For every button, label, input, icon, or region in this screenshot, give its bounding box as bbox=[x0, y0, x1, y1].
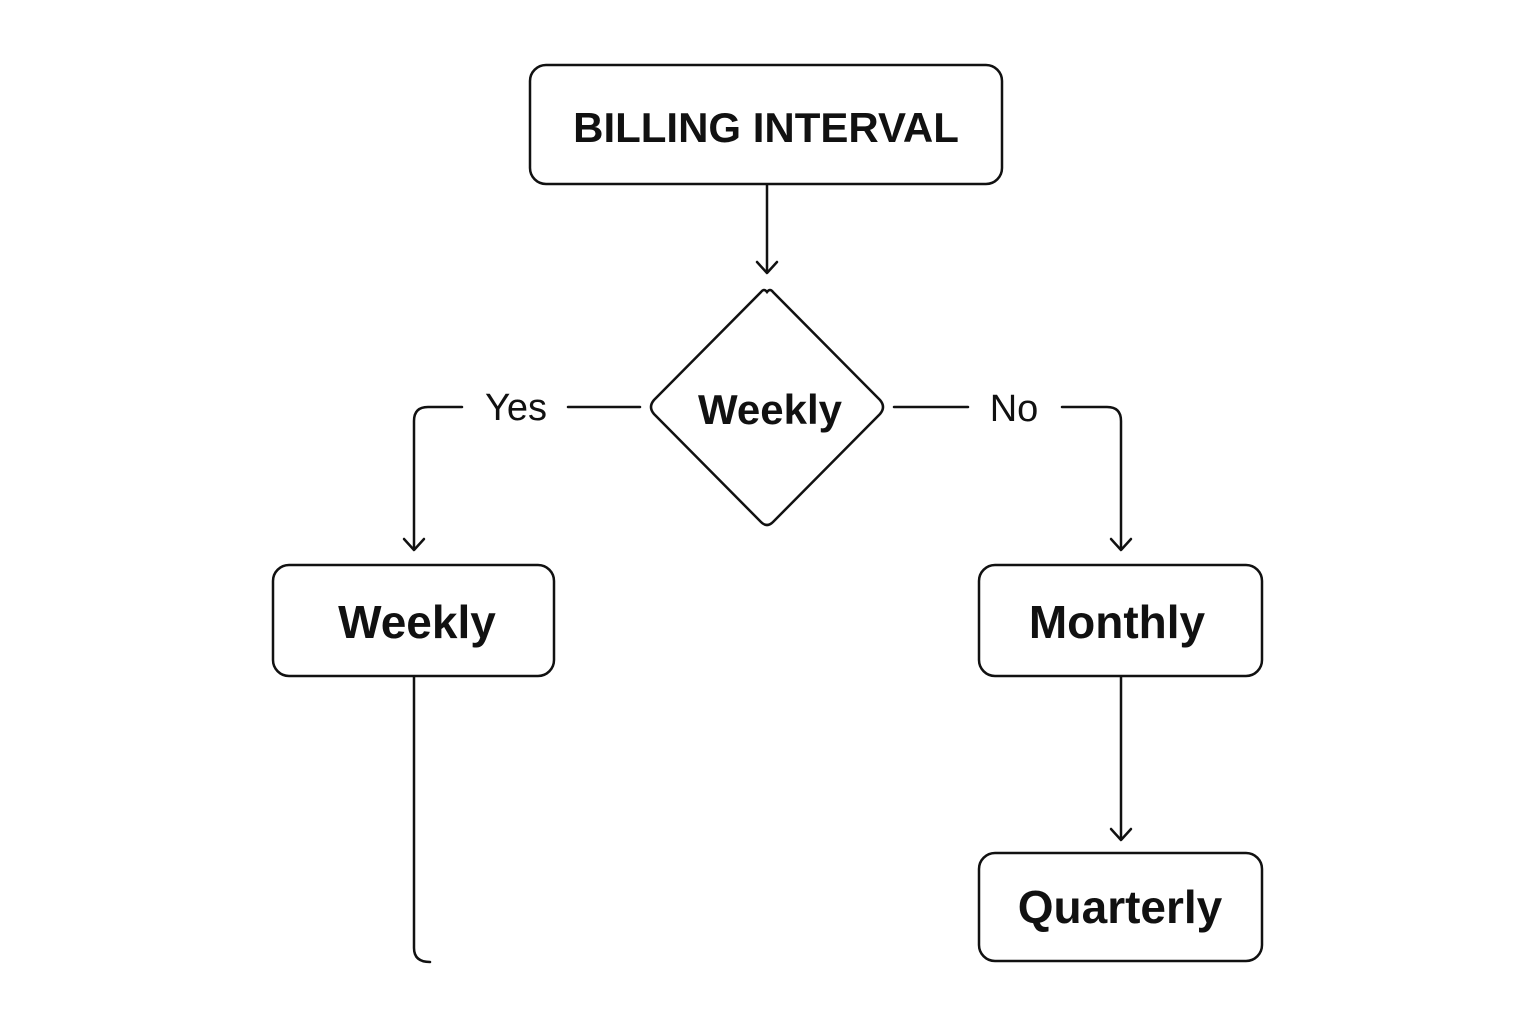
node-billing-interval-box bbox=[528, 63, 1004, 186]
node-monthly-label: Monthly bbox=[1029, 596, 1206, 648]
node-quarterly-box bbox=[977, 851, 1264, 963]
node-billing-interval[interactable]: BILLING INTERVAL bbox=[528, 63, 1004, 186]
decision-diamond-shape bbox=[649, 288, 885, 527]
node-billing-interval-label: BILLING INTERVAL bbox=[573, 104, 959, 151]
node-decision-weekly[interactable]: Weekly bbox=[649, 288, 885, 527]
edge-yes-segment-b bbox=[412, 405, 464, 551]
edge-no-segment-b bbox=[1060, 405, 1123, 551]
edge-arrowhead-quarterly bbox=[1109, 827, 1133, 842]
edge-weekly-down bbox=[412, 675, 432, 964]
node-weekly-label: Weekly bbox=[338, 596, 496, 648]
edge-arrowhead-decision bbox=[755, 260, 779, 275]
decision-label: Weekly bbox=[698, 386, 843, 433]
node-quarterly-label: Quarterly bbox=[1018, 881, 1223, 933]
node-weekly-box bbox=[271, 563, 556, 678]
edge-label-no: No bbox=[990, 388, 1039, 430]
edge-label-yes: Yes bbox=[485, 387, 547, 429]
node-quarterly[interactable]: Quarterly bbox=[977, 851, 1264, 963]
edge-arrowhead-weekly bbox=[402, 537, 426, 552]
node-monthly[interactable]: Monthly bbox=[977, 563, 1264, 678]
node-monthly-box bbox=[977, 563, 1264, 678]
edge-arrowhead-monthly bbox=[1109, 537, 1133, 552]
node-weekly[interactable]: Weekly bbox=[271, 563, 556, 678]
